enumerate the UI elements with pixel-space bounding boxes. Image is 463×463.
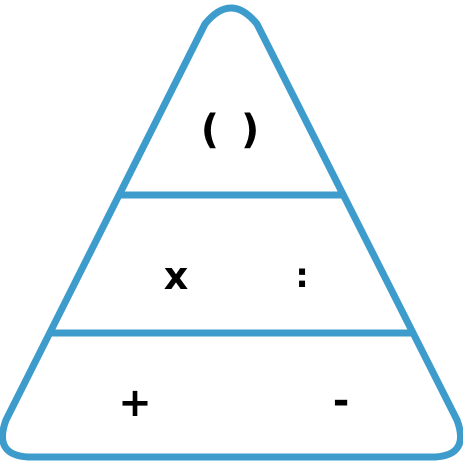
addition-symbol: + — [118, 380, 152, 426]
division-symbol: : — [295, 256, 309, 296]
multiplication-symbol: x — [163, 254, 189, 298]
parentheses-symbol: ( ) — [200, 107, 264, 153]
pyramid-triangle — [0, 4, 463, 461]
subtraction-symbol: - — [332, 378, 350, 424]
